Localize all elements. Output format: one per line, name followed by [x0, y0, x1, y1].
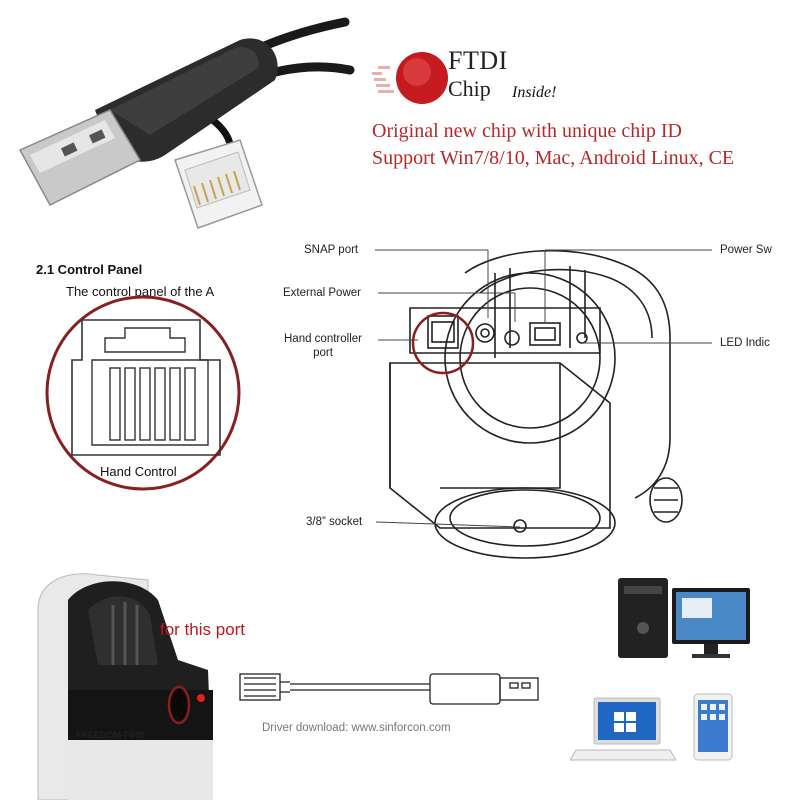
control-panel-title: 2.1 Control Panel	[36, 262, 143, 277]
ftdi-logo-sub: Chip	[448, 76, 491, 101]
mount-photo: FREEDOM-FIND	[37, 573, 213, 800]
mount-line-drawing	[389, 249, 683, 559]
ftdi-logo-word: FTDI	[448, 46, 508, 75]
headline-line2: Support Win7/8/10, Mac, Android Linux, C…	[372, 147, 735, 169]
cable-line-drawing	[239, 673, 539, 705]
label-external-power: External Power	[283, 287, 361, 299]
driver-download-text: Driver download: www.sinforcon.com	[262, 722, 451, 734]
hand-control-label: Hand Control	[100, 464, 177, 479]
label-hand-controller-port: Hand controller port	[284, 333, 362, 359]
label-snap-port: SNAP port	[304, 244, 359, 256]
label-led-indic: LED Indic	[720, 337, 770, 349]
desktop-computer-icon	[618, 578, 750, 658]
inside-label: Inside!	[512, 84, 557, 101]
usb-rj-cable-photo	[18, 17, 355, 229]
control-panel-subtitle: The control panel of the A	[66, 284, 215, 299]
headline-line1: Original new chip with unique chip ID	[372, 120, 682, 142]
for-this-port-label: for this port	[160, 620, 246, 639]
label-socket: 3/8” socket	[306, 516, 363, 528]
hand-control-jack-closeup	[45, 295, 241, 491]
tablet-icon	[693, 693, 733, 761]
label-power-sw: Power Sw	[720, 244, 772, 256]
laptop-icon	[570, 697, 677, 761]
mount-brand-text: FREEDOM-FIND	[76, 730, 145, 740]
ftdi-chip-logo-icon	[372, 52, 448, 104]
